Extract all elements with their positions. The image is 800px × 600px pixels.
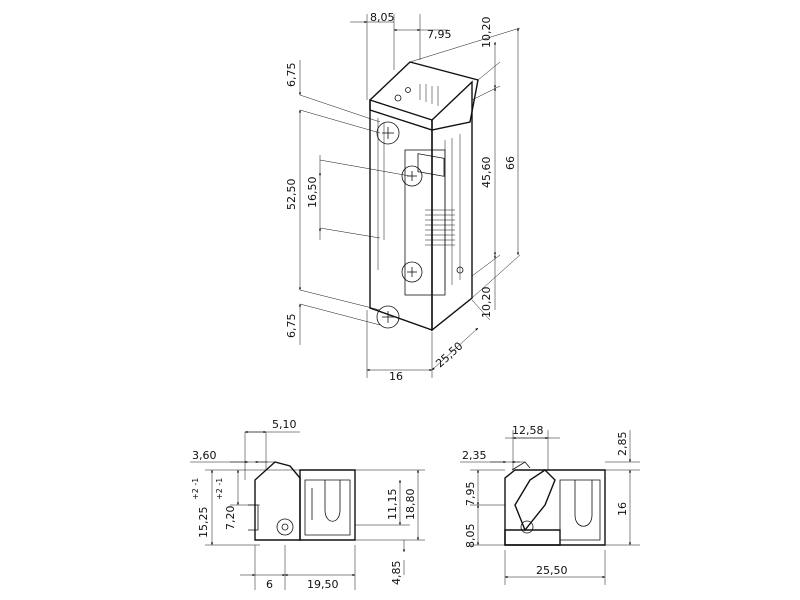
dim-body-height: 18,80 <box>404 489 417 521</box>
dim-top-right-width: 7,95 <box>427 28 452 41</box>
dim-base-offset: 6 <box>266 578 273 591</box>
dim-right-body-height: 16 <box>616 502 629 516</box>
right-section-body <box>504 461 606 546</box>
dim-right-upper-height: 7,95 <box>464 482 477 507</box>
dim-left-top-width: 5,10 <box>272 418 297 431</box>
strike-body <box>369 61 479 332</box>
left-section-view: 5,10 3,60 15,25 +2 -1 7,20 +2 -1 11,15 1… <box>190 418 425 591</box>
dim-lower-screw-offset: 6,75 <box>285 314 298 339</box>
dim-bottom-offset: 10,20 <box>480 287 493 319</box>
dim-bottom-offset-left: 4,85 <box>390 561 403 586</box>
dim-right-top-width: 12,58 <box>512 424 544 437</box>
lower-screw-icon <box>376 305 400 329</box>
dim-left-offset: 3,60 <box>192 449 217 462</box>
dim-left-total-tol: +2 -1 <box>191 478 200 500</box>
dim-base-width: 19,50 <box>307 578 339 591</box>
dim-mid-height: 11,15 <box>386 489 399 521</box>
dim-right-lower-height: 8,05 <box>464 524 477 549</box>
dim-depth: 25,50 <box>433 339 465 370</box>
dim-upper-screw-offset: 6,75 <box>285 63 298 88</box>
dim-front-width: 16 <box>389 370 403 383</box>
dim-latch-height: 16,50 <box>306 177 319 209</box>
dim-latch-tol: +2 -1 <box>215 478 224 500</box>
dim-inner-height: 45,60 <box>480 157 493 189</box>
dim-screw-spacing: 52,50 <box>285 179 298 211</box>
latch-mechanism <box>425 134 461 290</box>
upper-screw-icon <box>376 121 400 145</box>
main-view: 8,05 7,95 10,20 45,60 10,20 66 6,75 52,5… <box>285 11 521 383</box>
right-section-view: 12,58 2,35 7,95 8,05 2,85 16 25,50 <box>460 424 640 585</box>
dim-top-left-width: 8,05 <box>370 11 395 24</box>
left-section-body <box>248 461 356 541</box>
dim-top-offset: 10,20 <box>480 17 493 49</box>
dim-latch-depth: 7,20 <box>224 506 237 531</box>
dim-right-base-width: 25,50 <box>536 564 568 577</box>
dim-left-total-height: 15,25 <box>197 507 210 539</box>
lower-latch-screw-icon <box>401 261 423 283</box>
dim-total-height: 66 <box>504 156 517 170</box>
dim-right-left-offset: 2,35 <box>462 449 487 462</box>
dim-right-top-offset: 2,85 <box>616 432 629 457</box>
